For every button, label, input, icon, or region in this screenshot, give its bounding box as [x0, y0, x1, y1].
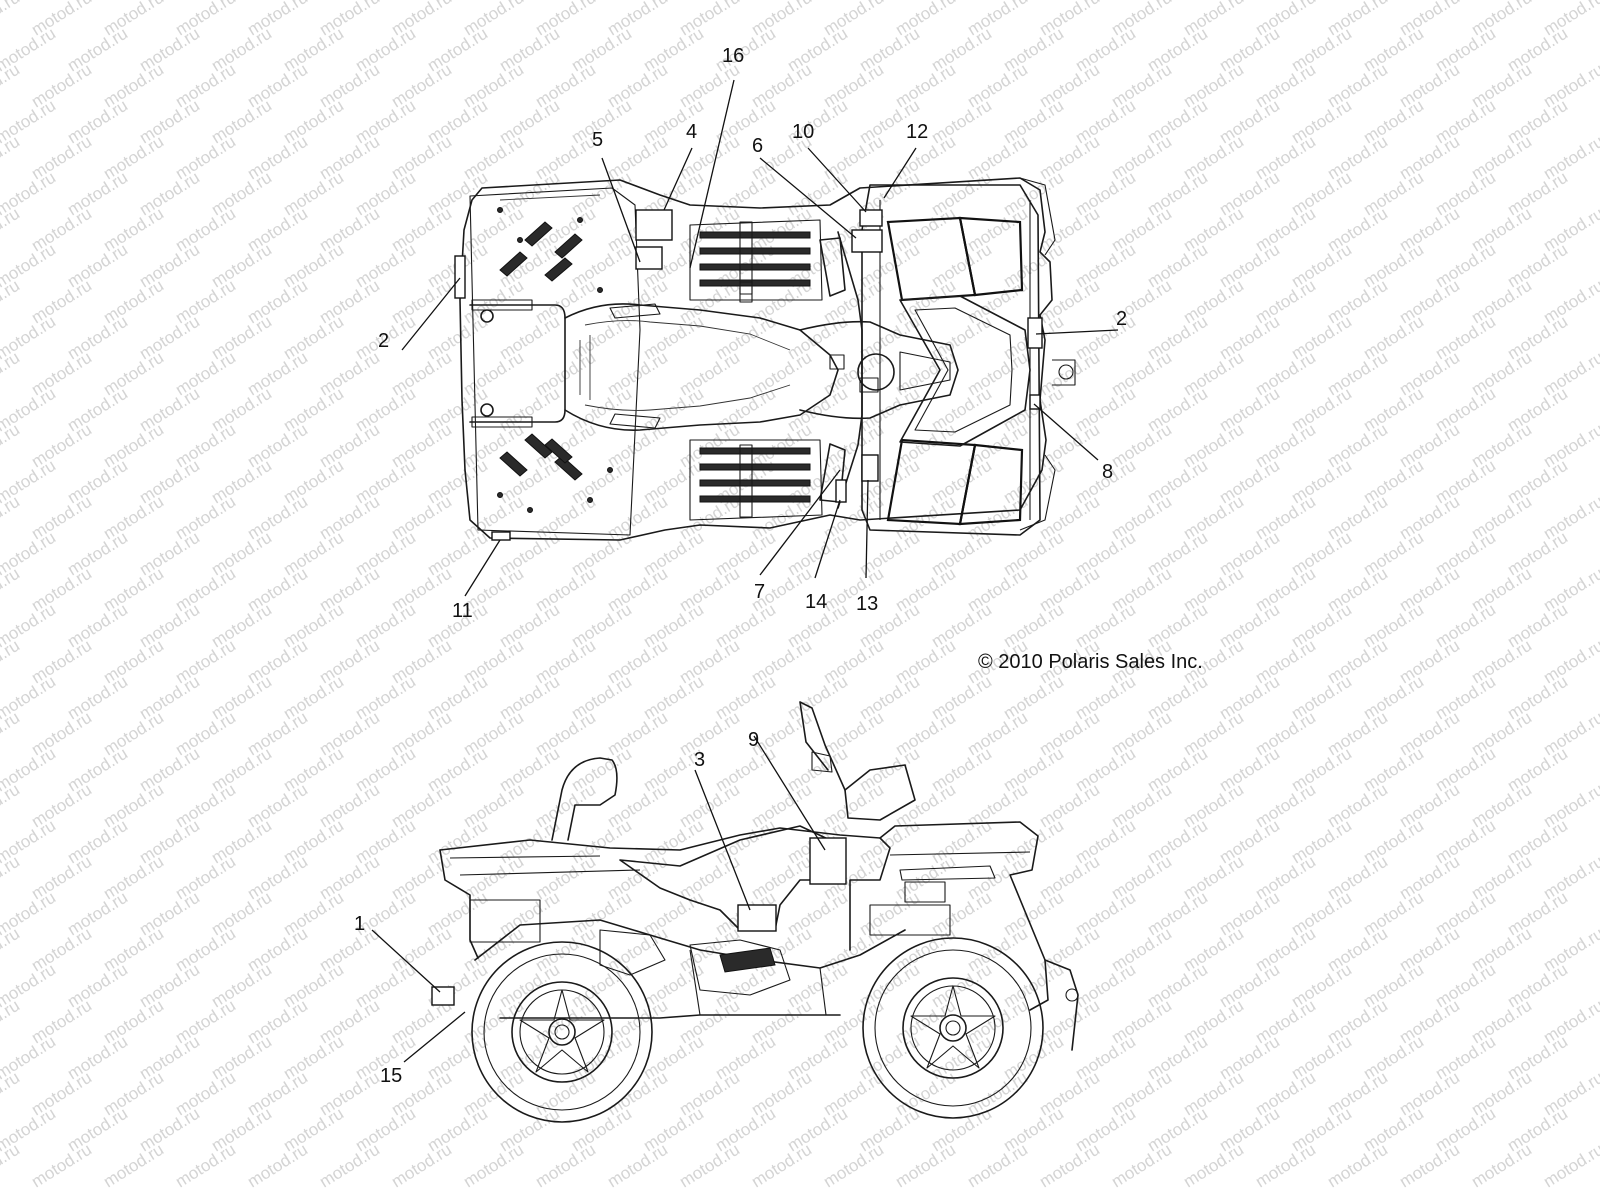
front-rack	[861, 184, 1041, 536]
watermark-text: motod.ru	[820, 1140, 887, 1192]
watermark-text: motod.ru	[1540, 1140, 1600, 1192]
watermark-text: motod.ru	[316, 1140, 383, 1192]
decal-2-front	[1027, 317, 1043, 349]
decal-8	[1029, 394, 1041, 410]
watermark-text: motod.ru	[388, 1140, 455, 1192]
watermark-text: motod.ru	[0, 1140, 23, 1192]
watermark-text: motod.ru	[676, 1140, 743, 1192]
front-wheel	[862, 937, 1044, 1119]
watermark-text: motod.ru	[964, 1140, 1031, 1192]
watermark-text: motod.ru	[0, 132, 23, 184]
watermark-text: motod.ru	[0, 708, 23, 760]
decal-2-rear	[454, 255, 466, 299]
left-footwell	[689, 219, 823, 303]
watermark-text: motod.ru	[748, 1140, 815, 1192]
leader-lines	[371, 79, 1119, 1063]
decal-3	[737, 904, 777, 932]
watermark-text: motod.ru	[1036, 1140, 1103, 1192]
callout-6: 6	[752, 135, 763, 157]
watermark-text: motod.ru	[1180, 1140, 1247, 1192]
callout-1: 1	[354, 913, 365, 935]
watermark-text: motod.ru	[100, 1140, 167, 1192]
callout-4: 4	[686, 121, 697, 143]
watermark-text: motod.ru	[0, 492, 23, 544]
watermark-text: motod.ru	[0, 276, 23, 328]
callout-8: 8	[1102, 461, 1113, 483]
right-footwell	[689, 439, 823, 521]
callout-9: 9	[748, 729, 759, 751]
watermark-text: motod.ru	[28, 1140, 95, 1192]
callout-5: 5	[592, 129, 603, 151]
watermark-text: motod.ru	[1324, 1140, 1391, 1192]
side-view-atv	[431, 701, 1079, 1123]
decal-9	[809, 837, 847, 885]
watermark-text: motod.ru	[0, 636, 23, 688]
rear-wheel	[471, 941, 653, 1123]
decal-10	[859, 209, 883, 227]
callout-3: 3	[694, 749, 705, 771]
decal-6	[851, 229, 883, 253]
watermark-text: motod.ru	[244, 1140, 311, 1192]
copyright-notice: © 2010 Polaris Sales Inc.	[978, 651, 1203, 673]
callout-16: 16	[722, 45, 744, 67]
watermark-text: motod.ru	[0, 1068, 23, 1120]
rear-deck-slots	[497, 207, 613, 513]
watermark-text: motod.ru	[892, 1140, 959, 1192]
decal-13	[861, 454, 879, 482]
top-view-atv	[454, 177, 1076, 541]
watermark-text: motod.ru	[1468, 1140, 1535, 1192]
watermark-text: motod.ru	[0, 780, 23, 832]
callout-12: 12	[906, 121, 928, 143]
decal-14	[835, 479, 847, 503]
watermark-text: motod.ru	[1108, 1140, 1175, 1192]
watermark-text: motod.ru	[0, 996, 23, 1048]
decal-11	[491, 531, 511, 541]
callout-13: 13	[856, 593, 878, 615]
decal-1	[431, 986, 455, 1006]
watermark-text: motod.ru	[0, 204, 23, 256]
callout-7: 7	[754, 581, 765, 603]
watermark-text: motod.ru	[0, 60, 23, 112]
callout-2-rear: 2	[378, 330, 389, 352]
decal-4	[635, 209, 673, 241]
watermark-text: motod.ru	[0, 852, 23, 904]
watermark-text: motod.ru	[0, 0, 23, 39]
decal-5	[635, 246, 663, 270]
watermark-text: motod.ru	[1252, 1140, 1319, 1192]
callout-2-front: 2	[1116, 308, 1127, 330]
watermark-text: motod.ru	[172, 1140, 239, 1192]
watermark-text: motod.ru	[0, 564, 23, 616]
callout-15: 15	[380, 1065, 402, 1087]
watermark-text: motod.ru	[604, 1140, 671, 1192]
callout-11: 11	[452, 600, 473, 622]
watermark-text: motod.ru	[532, 1140, 599, 1192]
watermark-text: motod.ru	[0, 924, 23, 976]
watermark-text: motod.ru	[1396, 1140, 1463, 1192]
watermark-text: motod.ru	[460, 1140, 527, 1192]
callout-14: 14	[805, 591, 827, 613]
callouts: 16 5 4 6 10 12 2 2 8 11 7 14 13 3 9 1 15	[354, 45, 1127, 1087]
callout-10: 10	[792, 121, 814, 143]
watermark-text: motod.ru	[0, 348, 23, 400]
watermark-text: motod.ru	[0, 420, 23, 472]
